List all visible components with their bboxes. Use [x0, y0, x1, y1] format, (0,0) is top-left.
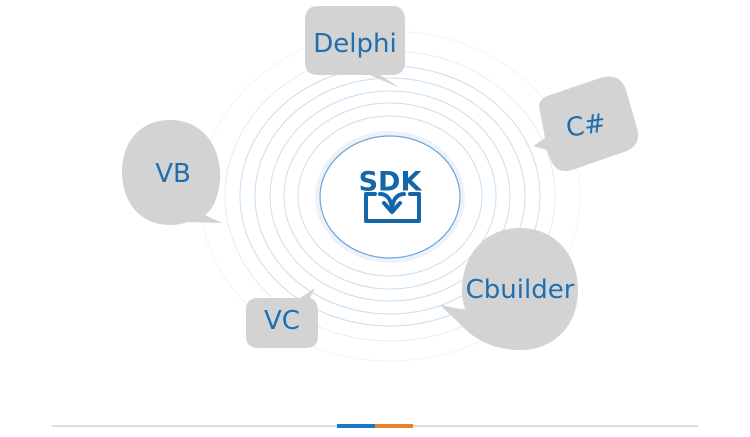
bubble-vb — [122, 120, 222, 225]
language-vb: VB — [155, 159, 191, 189]
language-cbuilder: Cbuilder — [465, 275, 575, 305]
bubble-vc — [246, 288, 318, 348]
sdk-title: SDK — [358, 166, 422, 198]
bottom-divider — [52, 424, 698, 428]
bubble-cbuilder — [440, 228, 578, 350]
language-vc: VC — [264, 306, 300, 336]
language-delphi: Delphi — [313, 29, 397, 59]
download-tray-icon — [364, 192, 421, 223]
bubble-delphi — [305, 6, 405, 88]
language-csharp: C# — [564, 108, 608, 144]
speech-bubbles — [122, 6, 639, 350]
bubble-csharp — [533, 76, 639, 172]
